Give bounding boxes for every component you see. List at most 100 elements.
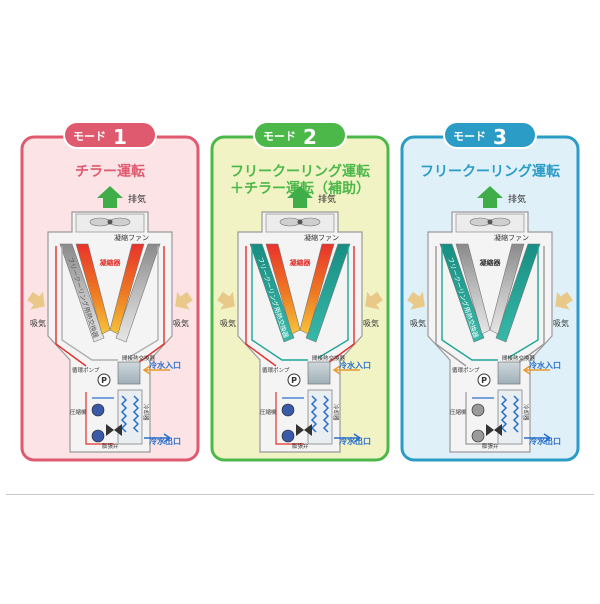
condenser-label: 凝縮器 xyxy=(290,258,312,267)
condenser-label: 凝縮器 xyxy=(480,258,502,267)
fan-blade-icon xyxy=(469,217,491,227)
circulation-pump-icon xyxy=(287,373,301,387)
condenser-coil-right xyxy=(489,243,525,335)
mode-2-panel: モード2フリークーリング運転＋チラー運転（補助）排気凝縮ファン吸気吸気凝縮器フリ… xyxy=(210,121,390,462)
water-pipe xyxy=(441,246,498,361)
outlet-arrow-icon xyxy=(543,433,552,443)
intake-left-label: 吸気 xyxy=(30,318,46,328)
intake-arrow-icon xyxy=(365,291,383,310)
intermediate-hx-label: 間接熱交換器 xyxy=(312,354,346,362)
refrigerant-pipe xyxy=(323,246,355,367)
expansion-valve-icon xyxy=(296,424,312,436)
mode-title-line1: チラー運転 xyxy=(75,163,145,180)
pump-label: 循環ポンプ xyxy=(72,366,100,374)
intermediate-heat-exchanger xyxy=(497,361,521,385)
free-cooling-coil-right xyxy=(305,243,351,343)
intake-right-label: 吸気 xyxy=(363,318,379,328)
fan-hub-icon xyxy=(487,219,493,225)
pump-label: 循環ポンプ xyxy=(452,366,480,374)
inlet-arrow-icon xyxy=(142,365,151,375)
refrigerant-pipe xyxy=(513,246,545,367)
mode-badge-number: 1 xyxy=(113,125,127,149)
compressor-icon xyxy=(91,429,105,443)
refrigerant-pipe xyxy=(275,392,304,445)
exhaust-arrow-icon xyxy=(287,186,313,208)
intake-left-label: 吸気 xyxy=(220,318,236,328)
refrigerant-pipe xyxy=(85,392,114,445)
evaporator-coil-icon xyxy=(512,395,520,433)
free-cooling-coil-right xyxy=(495,243,541,343)
fan-blade-icon xyxy=(299,217,321,227)
valve-label: 膨張弁 xyxy=(102,442,119,450)
intake-arrow-icon xyxy=(555,291,573,310)
intermediate-heat-exchanger xyxy=(117,361,141,385)
exhaust-label: 排気 xyxy=(508,193,526,205)
free-cooling-coil-left xyxy=(59,243,105,343)
fan-label: 凝縮ファン xyxy=(304,233,339,242)
fan-hub-icon xyxy=(297,219,303,225)
fan-blade-icon xyxy=(489,217,511,227)
mode-badge-number: 3 xyxy=(493,125,507,149)
evaporator-block xyxy=(307,389,333,445)
valve-label: 膨張弁 xyxy=(482,442,499,450)
water-pipe xyxy=(507,246,539,359)
exhaust-label: 排気 xyxy=(128,193,146,205)
fan-blade-icon xyxy=(109,217,131,227)
water-pipe xyxy=(61,246,118,361)
exhaust-arrow-icon xyxy=(477,186,503,208)
intermediate-hx-label: 間接熱交換器 xyxy=(502,354,536,362)
pump-label: 循環ポンプ xyxy=(262,366,290,374)
intake-right-label: 吸気 xyxy=(553,318,569,328)
evaporator-label: 冷却器 xyxy=(522,404,530,421)
intermediate-hx-label: 間接熱交換器 xyxy=(122,354,156,362)
refrigerant-pipe xyxy=(435,246,467,367)
pump-symbol: P xyxy=(291,376,297,385)
compressor-icon xyxy=(471,429,485,443)
fan-blade-icon xyxy=(89,217,111,227)
mode-badge xyxy=(253,121,347,149)
cold-water-inlet-label: 冷水入口 xyxy=(529,360,561,370)
fan-label: 凝縮ファン xyxy=(114,233,149,242)
mode-title-line1: フリークーリング運転 xyxy=(420,163,560,180)
evaporator-coil-icon xyxy=(132,395,140,433)
evaporator-coil-icon xyxy=(322,395,330,433)
evaporator-coil-icon xyxy=(500,395,508,433)
evaporator-coil-icon xyxy=(120,395,128,433)
exhaust-arrow-icon xyxy=(97,186,123,208)
evaporator-block xyxy=(117,389,143,445)
water-pipe xyxy=(251,246,308,361)
condenser-label: 凝縮器 xyxy=(100,258,122,267)
condenser-coil-right xyxy=(299,243,335,335)
expansion-valve-icon xyxy=(106,424,122,436)
compressor-icon xyxy=(91,403,105,417)
mode-badge-number: 2 xyxy=(303,125,317,149)
circulation-pump-icon xyxy=(477,373,491,387)
mode-badge xyxy=(63,121,157,149)
intake-left-label: 吸気 xyxy=(410,318,426,328)
cold-water-outlet-label: 冷水出口 xyxy=(339,436,371,446)
cold-water-outlet-label: 冷水出口 xyxy=(529,436,561,446)
intake-arrow-icon xyxy=(175,291,193,310)
free-cooling-coil-left xyxy=(439,243,485,343)
mode-badge-text: モード xyxy=(453,130,486,143)
cold-water-inlet-label: 冷水入口 xyxy=(339,360,371,370)
compressor-icon xyxy=(281,429,295,443)
evaporator-block xyxy=(497,389,523,445)
intake-arrow-icon xyxy=(407,291,425,310)
exhaust-label: 排気 xyxy=(318,193,336,205)
evaporator-label: 冷却器 xyxy=(332,404,340,421)
expansion-valve-icon xyxy=(486,424,502,436)
intermediate-heat-exchanger xyxy=(307,361,331,385)
compressor-icon xyxy=(471,403,485,417)
evaporator-coil-icon xyxy=(310,395,318,433)
free-cooling-coil-right xyxy=(115,243,161,343)
inlet-arrow-icon xyxy=(332,365,341,375)
intake-arrow-icon xyxy=(27,291,45,310)
outlet-arrow-icon xyxy=(163,433,172,443)
pump-symbol: P xyxy=(481,376,487,385)
free-cooling-coil-left xyxy=(249,243,295,343)
compressor-label: 圧縮機 xyxy=(450,408,467,416)
